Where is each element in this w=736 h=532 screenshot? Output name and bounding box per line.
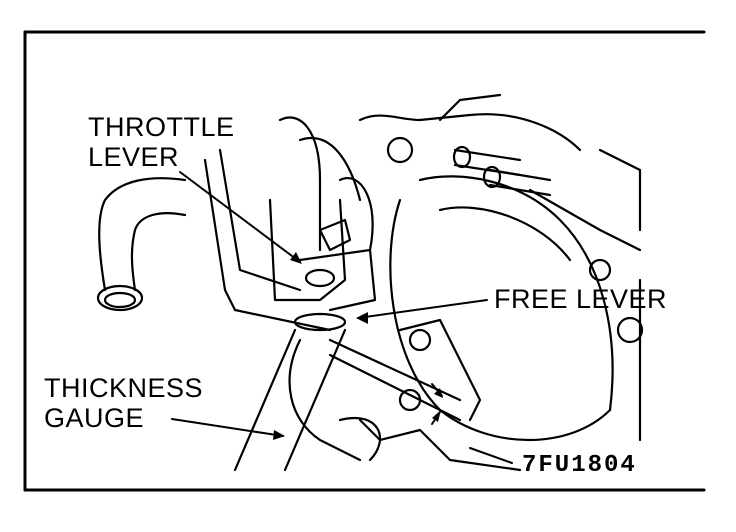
throttle-body-drawing bbox=[203, 93, 644, 472]
hose-drawing bbox=[96, 177, 187, 312]
gauge-drawing bbox=[233, 312, 482, 472]
frame-border bbox=[23, 30, 706, 492]
free-lever-label: FREE LEVER bbox=[494, 284, 668, 314]
throttle-lever-label-line2: LEVER bbox=[88, 142, 180, 172]
thickness-gauge-label-line1: THICKNESS bbox=[44, 373, 204, 403]
thickness-gauge-label-line2: GAUGE bbox=[44, 403, 145, 433]
figure-code: 7FU1804 bbox=[522, 452, 637, 479]
thickness-gauge-label: THICKNESS GAUGE bbox=[44, 373, 203, 433]
throttle-lever-label-line1: THROTTLE bbox=[88, 112, 235, 142]
arrowheads bbox=[273, 252, 443, 440]
throttle-lever-label: THROTTLE LEVER bbox=[88, 112, 235, 172]
